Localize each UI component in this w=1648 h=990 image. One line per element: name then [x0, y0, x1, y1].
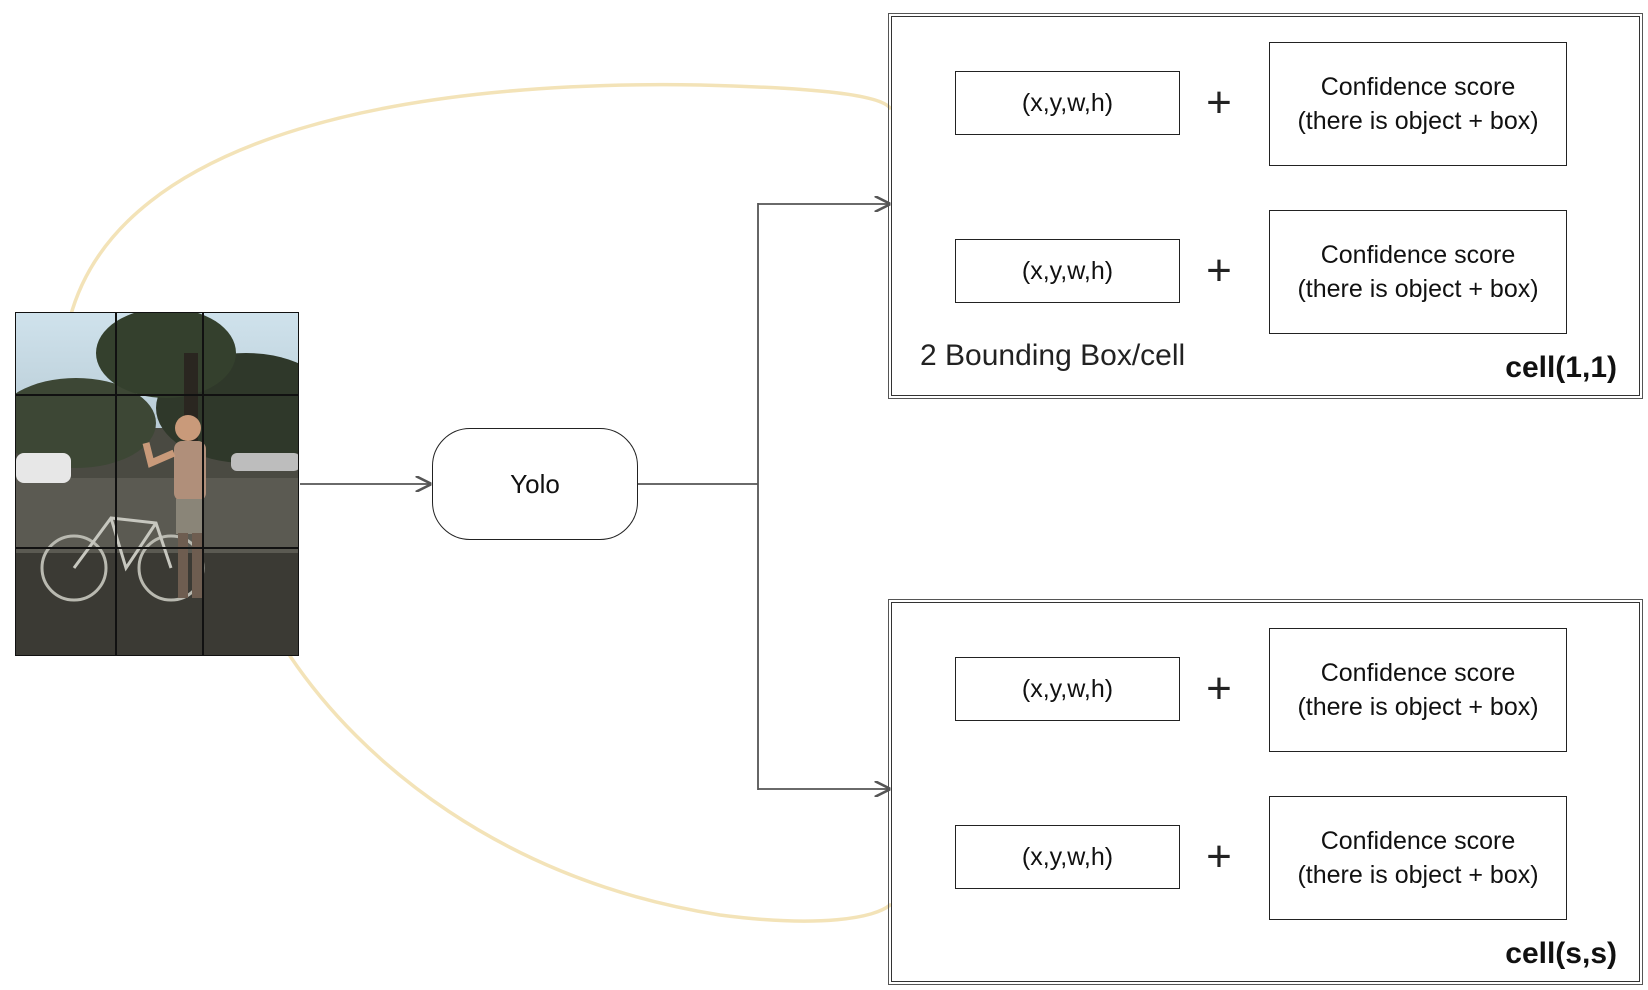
highlight-curve-bottom	[288, 654, 892, 923]
bbox-coords-box: (x,y,w,h)	[955, 825, 1180, 889]
plus-sign: +	[1206, 246, 1232, 295]
bbox-coords-label: (x,y,w,h)	[1021, 674, 1114, 703]
confidence-score-title: Confidence score	[1320, 241, 1516, 269]
confidence-score-desc: (there is object + box)	[1297, 861, 1539, 889]
bbox-coords-label: (x,y,w,h)	[1021, 88, 1114, 117]
confidence-score-box: Confidence score (there is object + box)	[1269, 628, 1567, 752]
cell-label: cell(s,s)	[1505, 937, 1617, 970]
input-image-grid	[15, 312, 299, 656]
bbox-coords-label: (x,y,w,h)	[1021, 256, 1114, 285]
confidence-score-title: Confidence score	[1320, 827, 1516, 855]
confidence-score-box: Confidence score (there is object + box)	[1269, 796, 1567, 920]
bbox-coords-box: (x,y,w,h)	[955, 239, 1180, 303]
photo-person-bicycle-icon	[16, 313, 298, 655]
bounding-box-count-note: 2 Bounding Box/cell	[920, 339, 1186, 372]
confidence-score-desc: (there is object + box)	[1297, 275, 1539, 303]
bbox-coords-box: (x,y,w,h)	[955, 657, 1180, 721]
yolo-label: Yolo	[510, 468, 560, 499]
plus-sign: +	[1206, 664, 1232, 713]
plus-sign: +	[1206, 78, 1232, 127]
confidence-score-desc: (there is object + box)	[1297, 693, 1539, 721]
yolo-model-node: Yolo	[432, 428, 638, 540]
highlight-curve-top	[68, 82, 892, 320]
plus-sign: +	[1206, 832, 1232, 881]
confidence-score-desc: (there is object + box)	[1297, 107, 1539, 135]
cell-label: cell(1,1)	[1505, 351, 1617, 384]
bbox-coords-label: (x,y,w,h)	[1021, 842, 1114, 871]
confidence-score-title: Confidence score	[1320, 659, 1516, 687]
confidence-score-box: Confidence score (there is object + box)	[1269, 42, 1567, 166]
confidence-score-title: Confidence score	[1320, 73, 1516, 101]
confidence-score-box: Confidence score (there is object + box)	[1269, 210, 1567, 334]
cell-s-s-panel: (x,y,w,h) + Confidence score (there is o…	[888, 599, 1643, 985]
cell-1-1-panel: (x,y,w,h) + Confidence score (there is o…	[888, 13, 1643, 399]
bbox-coords-box: (x,y,w,h)	[955, 71, 1180, 135]
